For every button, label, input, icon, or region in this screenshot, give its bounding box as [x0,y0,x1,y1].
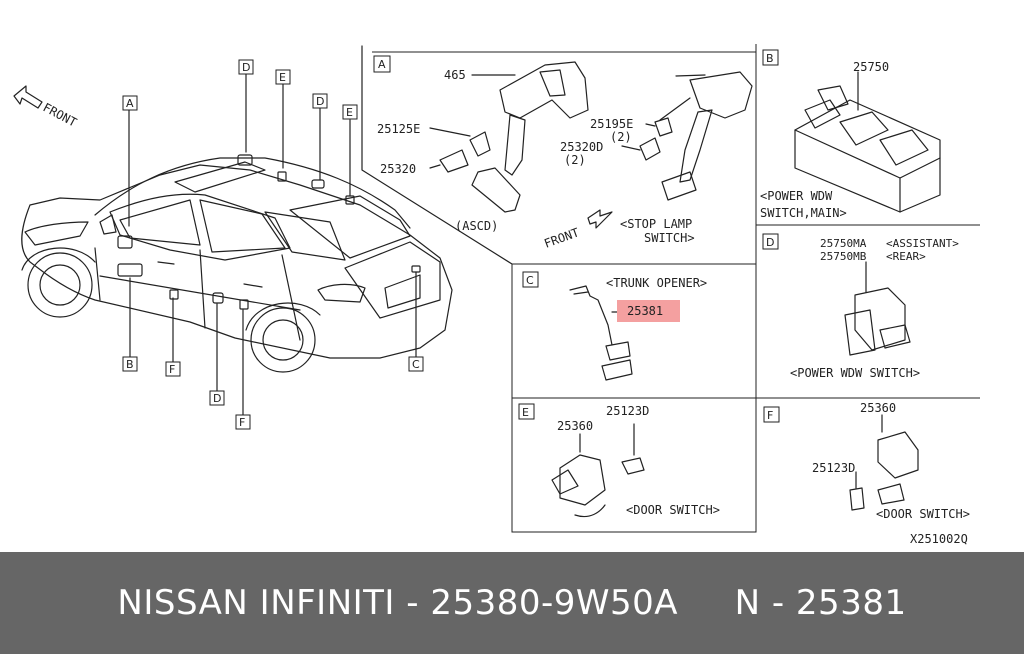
callout-box-a [122,95,138,111]
panel-d-letter: D [766,236,774,249]
front-label: FRONT [41,100,79,129]
callout-f-low: F [169,363,175,376]
part-25320d: 25320D [560,140,603,154]
callout-box-f-low2 [235,414,251,430]
part-25381: 25381 [627,304,663,318]
part-25125e: 25125E [377,122,420,136]
part-25195e-qty: (2) [610,130,632,144]
note-stop-lamp-1: <STOP LAMP [620,217,692,231]
caption-trunk-opener: <TRUNK OPENER> [606,276,707,290]
panel-a-letter: A [378,58,386,71]
part-25195e: 25195E [590,117,633,131]
caption-b-2: SWITCH,MAIN> [760,206,847,220]
callout-e-top2: E [346,106,353,119]
callout-e-top: E [279,71,286,84]
callout-box-c [408,356,424,372]
part-25750mb: 25750MB [820,250,867,263]
parts-diagram: FRONT A D E D E B F D F C A 465 25125E 2… [13,44,980,546]
note-stop-lamp-2: SWITCH> [644,231,695,245]
callout-box-d-top2 [312,93,328,109]
panel-box-f [763,406,780,423]
panel-box-b [762,49,779,66]
note-ascd: (ASCD) [455,219,498,233]
highlight-box [617,300,680,322]
part-e-25123d: 25123D [606,404,649,418]
panel-f-letter: F [767,409,773,422]
callout-f-low2: F [239,416,245,429]
callout-box-f-low [165,361,181,377]
part-25320: 25320 [380,162,416,176]
car-illustration [21,154,453,373]
part-25750ma-note: <ASSISTANT> [886,237,959,250]
panel-box-e [518,403,535,420]
part-f-25360: 25360 [860,401,896,415]
panel-box-d [762,233,779,250]
diagram-code: X251002Q [910,532,968,546]
footer-bar: NISSAN INFINITI - 25380-9W50A N - 25381 [0,552,1024,654]
panel-b-letter: B [766,52,774,65]
caption-b-1: <POWER WDW [760,189,833,203]
callout-box-b [122,356,138,372]
caption-e-door-switch: <DOOR SWITCH> [626,503,720,517]
callout-box-d-top [238,59,254,75]
callout-box-d-low [209,390,225,406]
callout-c: C [412,358,420,371]
panel-box-a [373,55,391,73]
panel-e-letter: E [522,406,529,419]
panel-frames [372,44,980,533]
callout-a: A [126,97,134,110]
part-25750mb-note: <REAR> [886,250,926,263]
note-front-small: FRONT [542,225,581,251]
callout-box-e-top2 [342,104,358,120]
part-25750ma: 25750MA [820,237,867,250]
part-e-25360: 25360 [557,419,593,433]
panel-c-letter: C [526,274,534,287]
footer-part-text: N - 25381 [734,583,907,623]
part-465: 465 [444,68,466,82]
callout-b: B [126,358,134,371]
caption-f-door-switch: <DOOR SWITCH> [876,507,970,521]
callout-d-low: D [213,392,221,405]
part-25320d-qty: (2) [564,153,586,167]
part-f-25123d: 25123D [812,461,855,475]
callout-box-e-top [275,69,291,85]
callout-d-top2: D [316,95,324,108]
panel-box-c [522,271,539,288]
footer-brand-text: NISSAN INFINITI - 25380-9W50A [117,583,679,623]
part-25750: 25750 [853,60,889,74]
caption-power-wdw-switch: <POWER WDW SWITCH> [790,366,920,380]
callout-d-top: D [242,61,250,74]
